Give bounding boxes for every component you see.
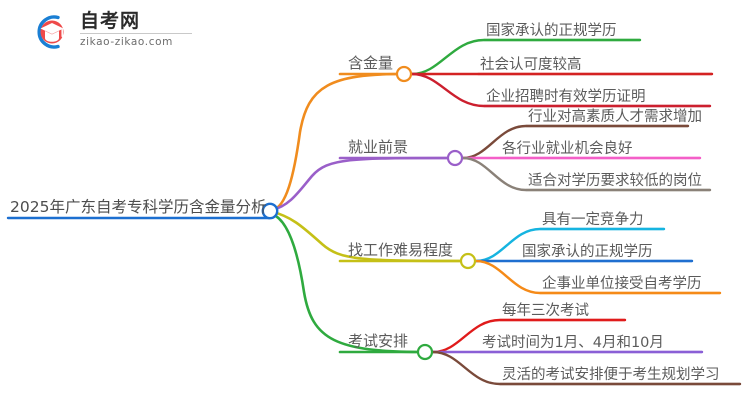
leaf-curve-1-1	[410, 38, 642, 76]
leaf-label-1-1[interactable]: 国家承认的正规学历	[486, 23, 617, 39]
branch-label-1[interactable]: 含金量	[348, 54, 394, 72]
branch-label-2[interactable]: 就业前景	[348, 138, 409, 156]
leaf-curve-2-1	[461, 124, 690, 160]
leaf-label-3-1[interactable]: 具有一定竞争力	[542, 212, 644, 228]
leaf-label-2-3[interactable]: 适合对学历要求较低的岗位	[528, 173, 702, 189]
logo-site-url: zikao-zikao.com	[80, 36, 173, 48]
leaf-label-3-2[interactable]: 国家承认的正规学历	[522, 244, 653, 260]
zikao-logo-mark-icon	[37, 15, 64, 49]
branch-curve-4	[270, 212, 427, 354]
branch-node-1[interactable]	[395, 65, 413, 83]
leaf-curve-3-3	[474, 259, 722, 295]
branch-node-4[interactable]	[416, 343, 434, 361]
leaf-curve-4-1	[431, 318, 627, 354]
leaf-label-4-1[interactable]: 每年三次考试	[502, 303, 589, 319]
logo-text-block: 自考网 zikao-zikao.com	[80, 10, 198, 49]
leaf-label-2-1[interactable]: 行业对高素质人才需求增加	[528, 109, 702, 125]
leaf-label-2-2[interactable]: 各行业就业机会良好	[502, 141, 633, 157]
branch-node-2[interactable]	[446, 149, 464, 167]
branch-label-3[interactable]: 找工作难易程度	[348, 241, 454, 259]
leaf-curve-3-1	[474, 227, 666, 263]
leaf-label-3-3[interactable]: 企事业单位接受自考学历	[542, 276, 702, 292]
leaf-curve-4-3	[431, 350, 742, 386]
leaf-label-4-3[interactable]: 灵活的考试安排便于考生规划学习	[502, 367, 720, 383]
leaf-label-1-2[interactable]: 社会认可度较高	[480, 57, 582, 73]
logo-site-name: 自考网	[80, 10, 141, 32]
branch-curve-1	[270, 72, 406, 212]
branch-label-4[interactable]: 考试安排	[348, 332, 409, 350]
site-logo: 自考网 zikao-zikao.com	[28, 8, 198, 56]
logo-divider	[80, 33, 192, 34]
leaf-curve-2-3	[461, 156, 712, 192]
leaf-label-1-3[interactable]: 企业招聘时有效学历证明	[486, 89, 646, 105]
leaf-label-4-2[interactable]: 考试时间为1月、4月和10月	[482, 335, 664, 351]
leaf-curve-1-3	[410, 72, 712, 108]
root-label[interactable]: 2025年广东自考专科学历含金量分析	[10, 198, 267, 216]
branch-node-3[interactable]	[459, 252, 477, 270]
branch-curve-2	[270, 156, 457, 212]
root-node-circle[interactable]	[261, 202, 279, 220]
